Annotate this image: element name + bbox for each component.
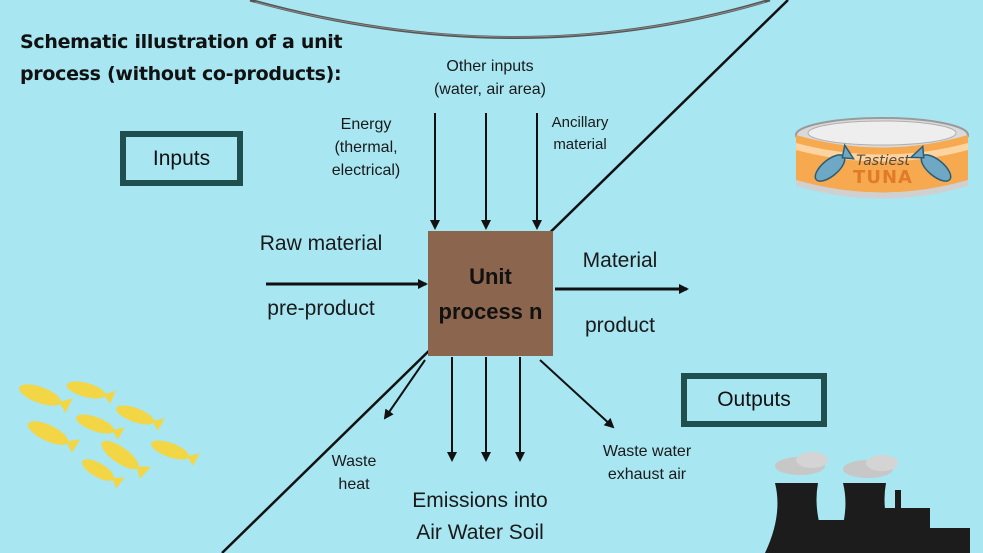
unit-process-box: Unit process n [428, 231, 553, 356]
waste-heat-line2: heat [338, 476, 370, 493]
waste-heat-line1: Waste [331, 453, 377, 470]
raw-material-label: Raw material [259, 232, 383, 255]
other-inputs-line1: Other inputs [446, 58, 534, 75]
diagram-title: Schematic illustration of a unit process… [20, 31, 343, 85]
unit-process-line1: Unit [469, 263, 512, 289]
unit-process-line2: process n [438, 298, 543, 324]
product-label: product [584, 314, 656, 337]
energy-line3: electrical) [331, 162, 401, 179]
material-label: Material [582, 249, 658, 272]
other-inputs-line2: (water, air area) [433, 81, 547, 98]
tuna-brand-top: Tastiest [856, 153, 910, 169]
arrow-waste-water [539, 359, 615, 429]
ancillary-label: Ancillary material [540, 112, 620, 156]
emissions-label: Emissions into Air Water Soil [390, 485, 570, 549]
ancillary-line2: material [553, 136, 607, 153]
outputs-label: Outputs [681, 373, 827, 427]
power-plant-icon [765, 452, 970, 553]
emissions-line1: Emissions into [412, 489, 548, 512]
arrow-waste-heat [383, 359, 426, 420]
emissions-line2: Air Water Soil [416, 521, 544, 544]
energy-label: Energy (thermal, electrical) [316, 113, 416, 182]
energy-line1: Energy [340, 116, 392, 133]
other-inputs-label: Other inputs (water, air area) [410, 55, 570, 101]
tuna-can-icon [795, 117, 969, 199]
fish-school-icon [19, 381, 200, 489]
waste-water-label: Waste water exhaust air [582, 440, 712, 486]
inputs-label: Inputs [120, 131, 243, 186]
pre-product-label: pre-product [267, 297, 375, 320]
tuna-brand-bottom: TUNA [853, 167, 913, 188]
waste-water-line1: Waste water [602, 443, 692, 460]
ancillary-line1: Ancillary [551, 114, 609, 131]
waste-heat-label: Waste heat [314, 450, 394, 496]
waste-water-line2: exhaust air [607, 466, 687, 483]
energy-line2: (thermal, [334, 139, 398, 156]
